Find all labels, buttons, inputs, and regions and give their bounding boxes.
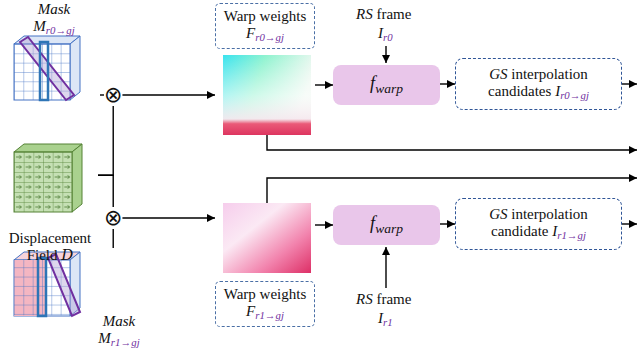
text-run: frame [373, 291, 412, 307]
italic-run: M [33, 18, 46, 34]
italic-run: I [552, 223, 557, 239]
subscript: r0→gj [255, 32, 284, 44]
node-text: GS interpolation candidates Ir0→gj [462, 66, 615, 102]
mask-figure: MaskMr0→gj [8, 0, 100, 100]
italic-run: I [555, 83, 560, 99]
node-text: Mr0→gj [33, 18, 74, 37]
node-text: GS interpolation candidate Ir1→gj [462, 206, 615, 242]
node-text: Displacement Field D [2, 230, 98, 265]
connector [315, 84, 333, 85]
warp-weights: Warp weightsFr0→gj [215, 3, 315, 135]
frame-symbol: Ir1 [378, 310, 393, 329]
node-text: ⊗ [104, 84, 122, 106]
warp-weights-image-shade [223, 55, 311, 135]
output-arrow [267, 135, 637, 150]
italic-run: f [370, 213, 375, 233]
frame-symbol: Ir0 [378, 25, 393, 44]
connector [122, 217, 215, 218]
italic-run: f [370, 73, 375, 93]
subscript: r1 [383, 316, 393, 328]
connector [315, 224, 333, 225]
output-arrow [622, 83, 637, 84]
subscript: warp [375, 221, 403, 236]
cube-top-face [14, 144, 82, 152]
subscript: r1→gj [255, 310, 284, 322]
text-run: frame [373, 6, 412, 22]
warp-weights-label-box: Warp weightsFr0→gj [215, 3, 315, 49]
mask-column-bar [38, 258, 46, 316]
connector [100, 94, 104, 95]
node-text: Mr1→gj [98, 330, 139, 349]
node-text: Warp weights [224, 8, 307, 25]
cube-side-face [72, 144, 82, 212]
warp-weights-image [223, 203, 311, 273]
warp-weights: Warp weightsFr1→gj [215, 203, 315, 327]
input-arrow [385, 46, 386, 63]
node-text: Fr0→gj [246, 25, 284, 44]
connector [122, 94, 215, 95]
frame-label: RS frame [356, 6, 411, 23]
node-text: fwarp [370, 73, 403, 97]
connector [98, 106, 113, 175]
text-run: Displacement Field [9, 230, 91, 263]
italic-run: GS [489, 66, 507, 82]
connector [113, 229, 114, 248]
italic-run: RS [356, 6, 373, 22]
node-text: ⊗ [104, 207, 122, 229]
subscript: r1→gj [557, 230, 586, 242]
mask-slanted-band [20, 37, 74, 100]
mask-figure: MaskMr1→gj [8, 248, 158, 352]
connector [440, 83, 455, 84]
displacement-field-figure: Displacement Field D [2, 140, 98, 266]
warp-function-box: fwarp [333, 65, 440, 105]
node-text: Mask [38, 1, 71, 18]
italic-run: M [98, 330, 111, 346]
subscript: r0→gj [560, 90, 589, 102]
mask-column-bar [40, 42, 48, 100]
node-text: fwarp [370, 213, 403, 237]
connector [440, 223, 455, 224]
italic-run: I [378, 310, 383, 326]
warp-weights-label-box: Warp weightsFr1→gj [215, 281, 315, 327]
italic-run: F [246, 25, 255, 41]
multiply-operator: ⊗ [104, 84, 122, 106]
subscript: warp [375, 81, 403, 96]
italic-run: GS [489, 206, 507, 222]
italic-run: RS [356, 291, 373, 307]
node-text: Mask [103, 313, 136, 330]
connector [98, 175, 113, 207]
displacement-field-cube [14, 152, 72, 212]
candidate-box: GS interpolation candidate Ir1→gj [455, 198, 622, 250]
node-text: Fr1→gj [246, 303, 284, 322]
subscript: r0 [383, 31, 393, 43]
italic-run: D [61, 246, 73, 264]
input-arrow [385, 247, 386, 288]
node-text: Warp weights [224, 286, 307, 303]
warp-weights-image [223, 55, 311, 135]
multiply-operator: ⊗ [104, 207, 122, 229]
subscript: r0→gj [46, 24, 75, 36]
candidate-box: GS interpolation candidates Ir0→gj [455, 58, 622, 110]
italic-run: F [246, 303, 255, 319]
italic-run: I [378, 25, 383, 41]
frame-label: RS frame [356, 291, 411, 308]
warp-function-box: fwarp [333, 205, 440, 245]
output-arrow [622, 223, 637, 224]
subscript: r1→gj [111, 336, 140, 348]
